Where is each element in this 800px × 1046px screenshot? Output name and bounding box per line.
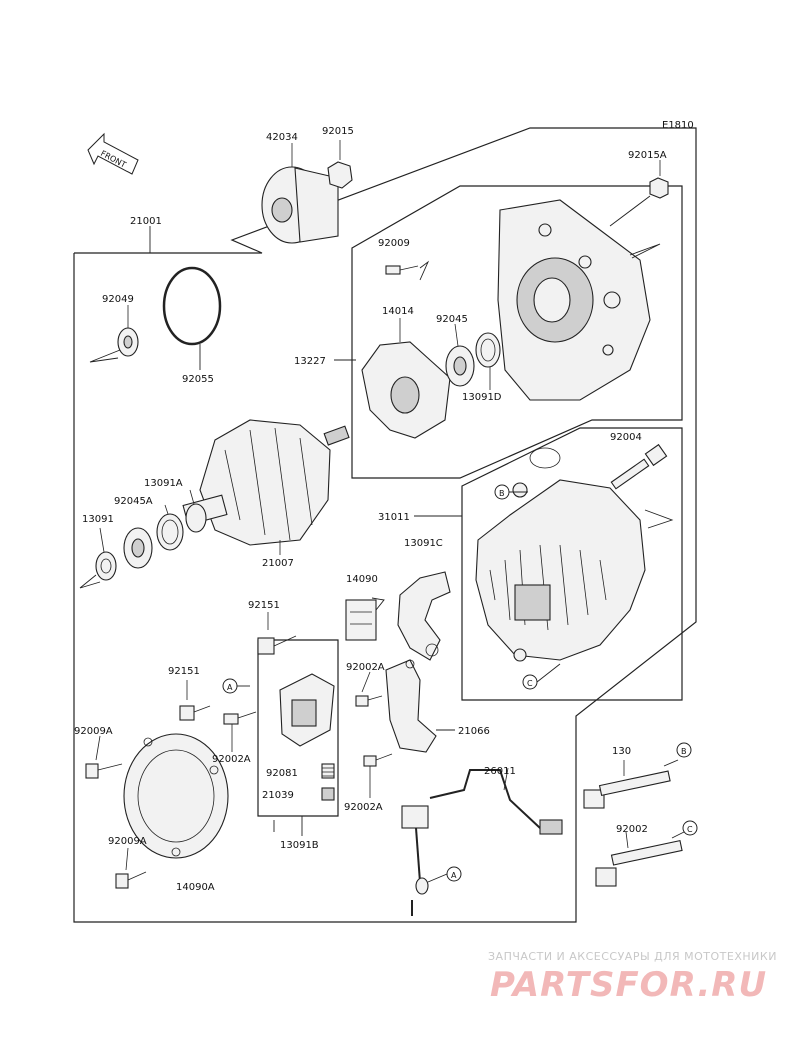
brush-21039-part <box>321 787 335 801</box>
bolt-92004-part <box>610 443 668 490</box>
rotor-part <box>182 419 350 555</box>
regulator-part <box>279 673 335 747</box>
ref-marker-a1: A <box>222 678 238 694</box>
harness-26011-part <box>401 767 563 916</box>
callout-13091c: 13091C <box>404 538 443 549</box>
assembly-outline <box>73 127 697 923</box>
o-ring-part <box>162 266 222 346</box>
callout-92009: 92009 <box>378 238 410 249</box>
ring-92045a-part <box>156 504 184 551</box>
callout-31011: 31011 <box>378 512 410 523</box>
callout-13091: 13091 <box>82 514 114 525</box>
diagram-code: E1810 <box>662 120 694 131</box>
pulley-part <box>261 143 339 244</box>
svg-text:A: A <box>451 871 457 880</box>
callout-14014: 14014 <box>382 306 414 317</box>
nut-part <box>327 140 353 189</box>
ref-marker-b2: B <box>676 742 692 758</box>
rear-housing-part <box>497 199 661 401</box>
callout-21007: 21007 <box>262 558 294 569</box>
callout-92004: 92004 <box>610 432 642 443</box>
callout-14090a: 14090A <box>176 882 215 893</box>
bolt-92002a-2-part <box>355 671 383 707</box>
watermark-logo: PARTSFOR.RU <box>490 965 768 1005</box>
callout-92015a: 92015A <box>628 150 667 161</box>
callout-21001: 21001 <box>130 216 162 227</box>
bolt-92009-part <box>385 260 430 281</box>
spring-92081-part <box>321 763 335 779</box>
callout-26011: 26011 <box>484 766 516 777</box>
bearing-92045-part <box>445 323 475 387</box>
callout-13091d: 13091D <box>462 392 502 403</box>
brush-14090-part <box>345 597 385 641</box>
ref-marker-b1: B <box>494 484 510 500</box>
callout-92002a-lower: 92002A <box>344 802 383 813</box>
callout-92015: 92015 <box>322 126 354 137</box>
bolt-130-part <box>583 759 679 809</box>
front-arrow-icon: FRONT <box>87 132 139 175</box>
bearing-92049-part <box>89 305 139 363</box>
callout-13091a: 13091A <box>144 478 183 489</box>
callout-92045a: 92045A <box>114 496 153 507</box>
collar-13091-part <box>79 527 117 589</box>
ref-marker-c1: C <box>522 674 538 690</box>
callout-92049: 92049 <box>102 294 134 305</box>
callout-42034: 42034 <box>266 132 298 143</box>
callout-92055: 92055 <box>182 374 214 385</box>
rear-housing-box <box>351 185 683 479</box>
ring-13091d-part <box>475 332 501 390</box>
callout-92002a-upper: 92002A <box>346 662 385 673</box>
bolt-92151-lower-part <box>179 680 211 721</box>
bolt-92009a-lower-part <box>115 847 147 889</box>
bolt-92002a-1-part <box>223 711 257 752</box>
ref-marker-c2: C <box>682 820 698 836</box>
brush-holder-box <box>257 639 339 817</box>
callout-92002a-left: 92002A <box>212 754 251 765</box>
front-housing-part <box>475 447 674 662</box>
ref-marker-a2: A <box>446 866 462 882</box>
cover-14090a-part <box>123 733 229 859</box>
ring-13091a-part <box>185 489 207 533</box>
callout-13091b: 13091B <box>280 840 319 851</box>
svg-text:C: C <box>687 825 693 834</box>
bearing-mid-part <box>123 527 153 569</box>
svg-text:B: B <box>499 489 505 498</box>
callout-92009a-upper: 92009A <box>74 726 113 737</box>
bolt-92151-upper-part <box>257 612 297 655</box>
callout-92151-lower: 92151 <box>168 666 200 677</box>
callout-130: 130 <box>612 746 631 757</box>
watermark-tagline: ЗАПЧАСТИ И АКСЕССУАРЫ ДЛЯ МОТОТЕХНИКИ <box>488 950 777 963</box>
callout-92081: 92081 <box>266 768 298 779</box>
plate-14014-part <box>361 318 451 439</box>
svg-text:B: B <box>681 747 687 756</box>
callout-14090: 14090 <box>346 574 378 585</box>
callout-13227: 13227 <box>294 356 326 367</box>
bolt-92002a-3-part <box>363 753 393 798</box>
svg-text:C: C <box>527 679 533 688</box>
bolt-92002-part <box>595 831 685 887</box>
nut-92015a-part <box>609 160 669 227</box>
svg-text:A: A <box>227 683 233 692</box>
callout-21066: 21066 <box>458 726 490 737</box>
bolt-92009a-upper-part <box>85 735 123 779</box>
holder-13091c-part <box>397 571 451 661</box>
callout-92045: 92045 <box>436 314 468 325</box>
rectifier-21066-part <box>385 659 455 753</box>
callout-92151-upper: 92151 <box>248 600 280 611</box>
front-housing-box <box>461 427 683 701</box>
callout-92002: 92002 <box>616 824 648 835</box>
callout-21039: 21039 <box>262 790 294 801</box>
callout-92009a-lower: 92009A <box>108 836 147 847</box>
